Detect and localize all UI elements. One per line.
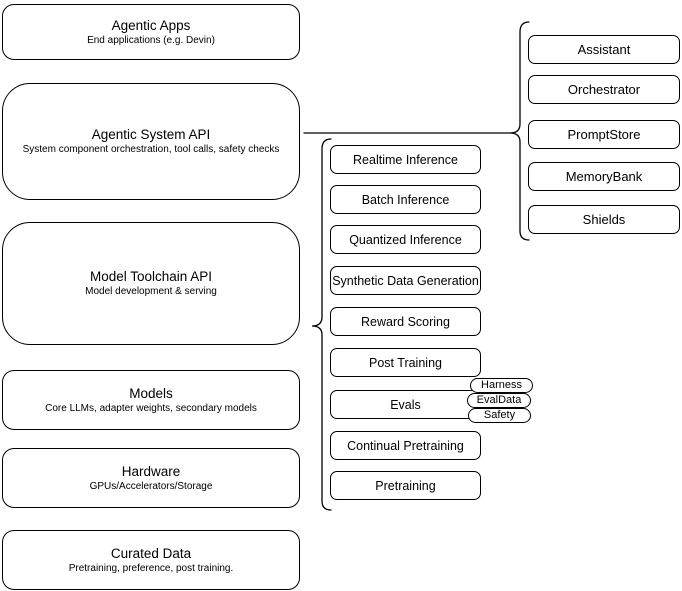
layer-title: Model Toolchain API xyxy=(89,269,213,284)
layer-box-agentic-apps: Agentic Apps End applications (e.g. Devi… xyxy=(2,4,300,60)
toolchain-item-synthetic-data-generation: Synthetic Data Generation xyxy=(330,266,481,295)
system-item-promptstore: PromptStore xyxy=(528,120,680,149)
layer-subtitle: Core LLMs, adapter weights, secondary mo… xyxy=(45,402,257,414)
layer-box-agentic-system-api: Agentic System API System component orch… xyxy=(2,83,300,200)
system-item-shields: Shields xyxy=(528,205,680,234)
toolchain-item-pretraining: Pretraining xyxy=(330,471,481,500)
layer-subtitle: Model development & serving xyxy=(85,286,217,297)
layer-subtitle: End applications (e.g. Devin) xyxy=(87,34,215,46)
toolchain-item-label: Pretraining xyxy=(375,478,436,493)
system-item-label: MemoryBank xyxy=(565,169,643,184)
evals-tag-label: EvalData xyxy=(476,394,522,406)
layer-title: Models xyxy=(129,385,173,401)
toolchain-item-realtime-inference: Realtime Inference xyxy=(330,145,481,174)
evals-tag-harness: Harness xyxy=(470,378,533,393)
toolchain-item-post-training: Post Training xyxy=(330,348,481,377)
system-brace xyxy=(509,21,530,241)
toolchain-item-label: Evals xyxy=(390,397,421,412)
toolchain-item-reward-scoring: Reward Scoring xyxy=(330,307,481,336)
toolchain-brace xyxy=(311,138,332,511)
evals-tag-label: Safety xyxy=(483,409,516,421)
toolchain-item-label: Realtime Inference xyxy=(353,152,458,167)
layer-subtitle: System component orchestration, tool cal… xyxy=(22,144,280,155)
layer-title: Hardware xyxy=(121,463,181,479)
system-item-orchestrator: Orchestrator xyxy=(528,75,680,104)
toolchain-item-label: Continual Pretraining xyxy=(347,438,464,453)
layer-subtitle: GPUs/Accelerators/Storage xyxy=(89,480,213,492)
toolchain-item-continual-pretraining: Continual Pretraining xyxy=(330,431,481,460)
layer-title: Curated Data xyxy=(110,545,192,561)
toolchain-item-label: Post Training xyxy=(369,355,442,370)
toolchain-item-label: Reward Scoring xyxy=(361,314,450,329)
toolchain-item-label: Synthetic Data Generation xyxy=(332,273,479,288)
layer-box-models: Models Core LLMs, adapter weights, secon… xyxy=(2,370,300,430)
toolchain-item-label: Quantized Inference xyxy=(349,232,462,247)
system-item-label: Orchestrator xyxy=(567,82,641,97)
evals-tag-evaldata: EvalData xyxy=(467,393,531,408)
system-item-memorybank: MemoryBank xyxy=(528,162,680,191)
layer-subtitle: Pretraining, preference, post training. xyxy=(68,562,234,574)
layer-title: Agentic Apps xyxy=(111,17,191,33)
evals-tag-label: Harness xyxy=(481,379,522,391)
evals-tag-safety: Safety xyxy=(468,408,531,423)
layer-title: Agentic System API xyxy=(91,127,211,142)
system-item-label: PromptStore xyxy=(567,127,641,142)
layer-box-model-toolchain-api: Model Toolchain API Model development & … xyxy=(2,222,300,345)
toolchain-item-label: Batch Inference xyxy=(361,192,450,207)
layer-box-hardware: Hardware GPUs/Accelerators/Storage xyxy=(2,448,300,508)
toolchain-item-quantized-inference: Quantized Inference xyxy=(330,225,481,254)
system-item-label: Assistant xyxy=(577,42,631,57)
system-item-label: Shields xyxy=(582,212,626,227)
toolchain-item-evals: Evals xyxy=(330,390,481,419)
system-item-assistant: Assistant xyxy=(528,35,680,64)
layer-box-curated-data: Curated Data Pretraining, preference, po… xyxy=(2,530,300,590)
toolchain-item-batch-inference: Batch Inference xyxy=(330,185,481,214)
